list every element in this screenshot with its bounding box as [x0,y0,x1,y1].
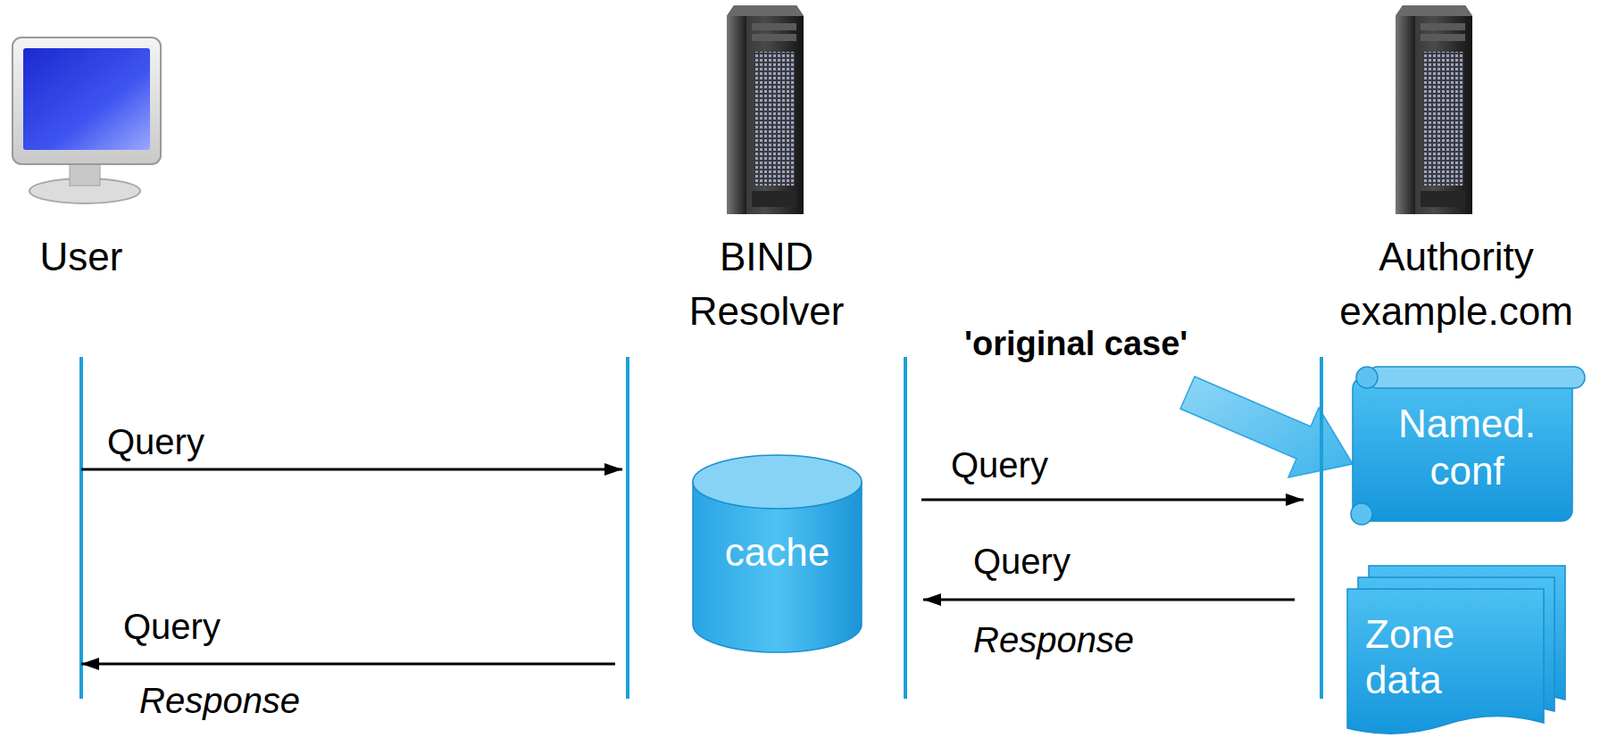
message-arrow [81,468,623,472]
edge-label: Query [123,606,221,648]
message-arrow [921,499,1304,502]
message-arrow [81,663,616,667]
server-foot [751,191,797,208]
monitor-frame [12,37,161,165]
server-body [1395,5,1473,215]
server-side [726,16,747,215]
monitor-icon [12,37,161,204]
node-text: cache [725,529,830,577]
drive-bay [1420,33,1466,42]
message-arrow [923,599,1295,602]
monitor-screen [23,48,150,150]
scroll-outline [1347,365,1587,529]
lifeline [79,357,84,700]
node-text: Named. conf [1386,400,1548,496]
server-foot [1420,191,1466,208]
scroll-sheet [1352,377,1573,522]
callout-arrow [1180,376,1353,478]
server-icon [726,5,804,215]
callout-note: 'original case' [964,325,1188,365]
lifeline [625,357,630,700]
lifeline [903,357,908,700]
drive-bay [751,33,797,42]
actor-authority: Authority example.com [1321,230,1592,354]
server-body [726,5,804,215]
server-top [1395,5,1473,17]
node-text: BIND Resolver [668,230,866,339]
scroll-curl [1350,503,1373,525]
edge-label: Query [973,541,1071,583]
lifeline [1319,357,1324,700]
server-grille [753,51,795,186]
edge-note: Response [973,619,1134,661]
document-page [1347,589,1544,734]
scroll-roll [1366,366,1585,389]
node-text: Authority example.com [1326,230,1586,339]
server-icon [1395,5,1473,215]
actor-user: User [0,230,163,300]
edge-label: Query [107,421,205,463]
drive-bay [1420,23,1466,31]
server-side [1395,16,1416,215]
actor-resolver: BIND Resolver [627,230,906,354]
scroll-curl [1356,366,1378,389]
node-text: User [40,230,124,285]
node-text: Zone data [1365,612,1500,703]
cache-cylinder: cache [691,454,863,653]
server-top [726,5,804,17]
zone-documents: Zone data [1347,566,1567,743]
cylinder-top [692,455,862,509]
drive-bay [751,23,797,31]
edge-label: Query [950,444,1049,486]
config-scroll: Named. conf [1347,365,1587,529]
server-grille [1422,51,1464,186]
edge-note: Response [139,680,300,722]
